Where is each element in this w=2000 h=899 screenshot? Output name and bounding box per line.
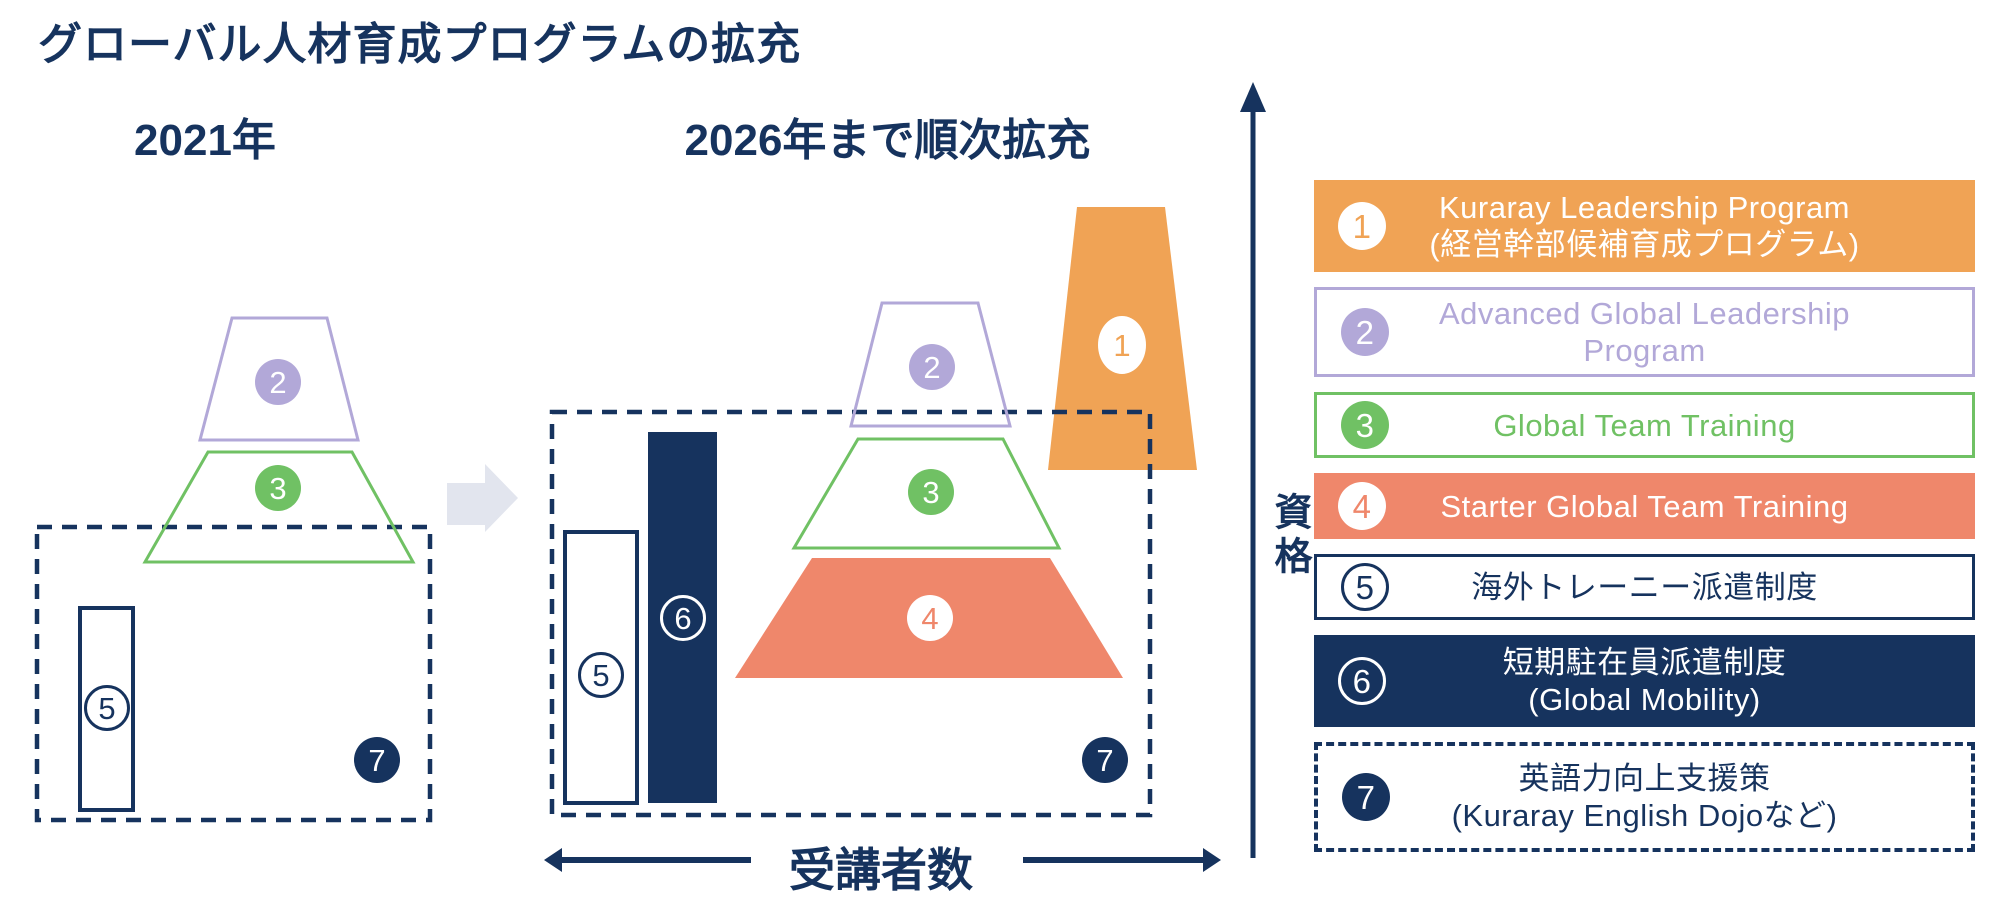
badge-2026-program1: 1: [1098, 316, 1146, 374]
x-axis-right-arrowhead-icon: [1203, 848, 1221, 872]
trapezoid-2026-program2: [849, 301, 1012, 428]
dashed-box-2021: [34, 524, 433, 823]
y-axis-label: 資格: [1268, 492, 1310, 580]
legend-item-2-line2: Program: [1583, 333, 1706, 368]
badge-2026-program5: 5: [578, 652, 624, 698]
legend-badge-6: 6: [1338, 657, 1386, 705]
legend-item-5-line1: 海外トレーニー派遣制度: [1471, 569, 1818, 605]
badge-2021-program2: 2: [255, 359, 301, 405]
legend-item-5: 5 海外トレーニー派遣制度: [1314, 554, 1975, 620]
transition-arrow-icon: [447, 464, 518, 532]
y-axis-arrowhead-icon: [1240, 82, 1266, 112]
x-axis-left-arrowhead-icon: [544, 848, 562, 872]
trapezoid-2021-program2: [198, 316, 360, 442]
legend-badge-3: 3: [1341, 401, 1389, 449]
dashed-box-2026: [549, 409, 1153, 818]
trapezoid-2026-program3: [791, 437, 1062, 550]
legend-badge-5: 5: [1341, 563, 1389, 611]
badge-2026-program3: 3: [908, 469, 954, 515]
legend-badge-1: 1: [1338, 202, 1386, 250]
legend-item-1-line2: (経営幹部候補育成プログラム): [1429, 227, 1860, 262]
badge-2026-program2: 2: [909, 344, 955, 390]
legend-item-2-line1: Advanced Global Leadership: [1438, 296, 1851, 331]
badge-2026-program7: 7: [1082, 737, 1128, 783]
legend-item-7: 7 英語力向上支援策 (Kuraray English Dojoなど): [1314, 742, 1975, 852]
legend-item-6: 6 短期駐在員派遣制度 (Global Mobility): [1314, 635, 1975, 727]
x-axis-label: 受講者数: [789, 844, 973, 896]
badge-2026-program4: 4: [907, 595, 953, 641]
badge-2026-program6: 6: [660, 595, 706, 641]
legend-item-4-line1: Starter Global Team Training: [1440, 488, 1849, 524]
legend-item-4: 4 Starter Global Team Training: [1314, 473, 1975, 539]
diagram-2026-title: 2026年まで順次拡充: [684, 116, 1091, 165]
badge-2021-program3: 3: [255, 465, 301, 511]
legend-badge-4: 4: [1338, 482, 1386, 530]
legend-item-1: 1 Kuraray Leadership Program (経営幹部候補育成プロ…: [1314, 180, 1975, 272]
legend-item-7-line2: (Kuraray English Dojoなど): [1451, 798, 1838, 833]
diagram-2021-title: 2021年: [134, 116, 276, 165]
badge-2021-program7: 7: [354, 737, 400, 783]
legend-item-7-line1: 英語力向上支援策: [1518, 761, 1771, 796]
trapezoid-2021-program3: [142, 450, 416, 564]
legend-badge-2: 2: [1341, 308, 1389, 356]
page-title: グローバル人材育成プログラムの拡充: [38, 20, 802, 69]
legend-item-2: 2 Advanced Global Leadership Program: [1314, 287, 1975, 377]
badge-2021-program5: 5: [84, 685, 130, 731]
bar-2026-program5: [563, 530, 639, 805]
legend-item-3-line1: Global Team Training: [1493, 407, 1796, 443]
legend-item-6-line1: 短期駐在員派遣制度: [1502, 645, 1787, 680]
legend-item-3: 3 Global Team Training: [1314, 392, 1975, 458]
legend-item-1-line1: Kuraray Leadership Program: [1438, 190, 1851, 225]
legend-badge-7: 7: [1342, 773, 1390, 821]
legend-item-6-line2: (Global Mobility): [1528, 682, 1761, 717]
